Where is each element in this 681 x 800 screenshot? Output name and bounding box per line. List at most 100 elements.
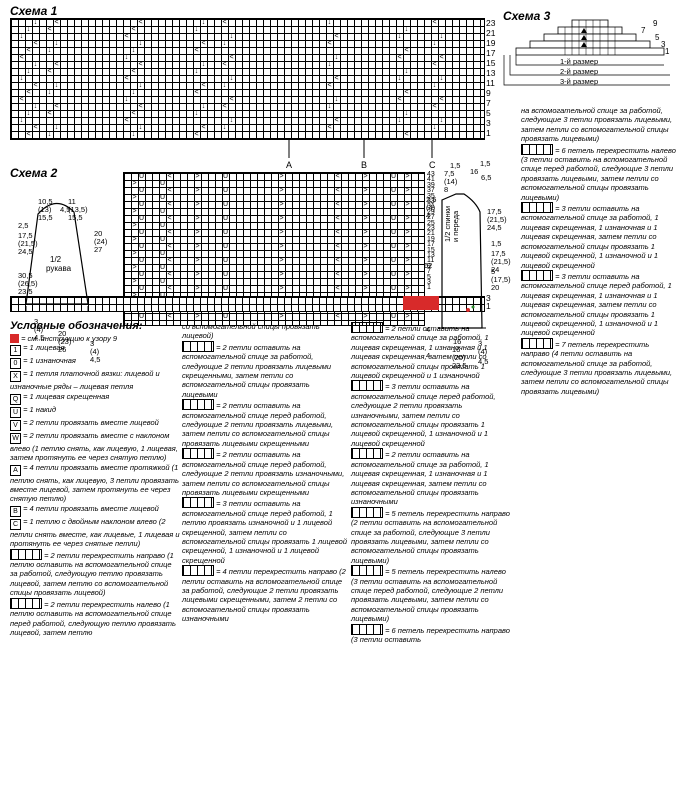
- stitch-symbol: ↓: [131, 131, 136, 138]
- sleeve-bottom-left: 3 (4) 4,5: [34, 317, 45, 342]
- stitch-symbol: <: [167, 187, 172, 194]
- body-top-c: 16: [470, 167, 479, 176]
- stitch-symbol: <: [26, 47, 31, 54]
- schema2-row-number: 3: [427, 279, 431, 286]
- stitch-symbol: <: [138, 61, 143, 68]
- stitch-symbol: ↓: [404, 26, 409, 33]
- stitch-symbol: <: [404, 47, 409, 54]
- stitch-symbol: ↓: [131, 47, 136, 54]
- stitch-symbol: U: [390, 201, 397, 208]
- sleeve-shoulder: 11 (13,5) 15,5: [68, 197, 88, 222]
- stitch-symbol: >: [132, 236, 137, 243]
- legend-item-text: = 6 петель перекрестить налево (3 петли …: [521, 145, 676, 202]
- stitch-symbol: >: [195, 187, 200, 194]
- legend-item-text: = 2 петли оставить на вспомогательной сп…: [182, 401, 334, 448]
- stitch-symbol: >: [279, 257, 284, 264]
- legend-item: Q = 1 лицевая скрещенная: [10, 392, 180, 405]
- marker-a: A: [286, 160, 292, 170]
- stitch-symbol: <: [194, 47, 199, 54]
- schema2-row-number: 31: [427, 203, 435, 211]
- stitch-symbol: ↓: [19, 75, 24, 82]
- stitch-symbol: >: [405, 257, 410, 264]
- legend-item-text: = 3 петли оставить на вспомогательной сп…: [521, 204, 659, 270]
- body-height: 62: [424, 261, 433, 270]
- schema1-row-number: 7: [486, 98, 491, 108]
- cable-symbol-icon: [351, 506, 383, 518]
- stitch-symbol: ↓: [131, 89, 136, 96]
- red-square-icon: [10, 334, 19, 343]
- legend-item: X = 1 петля платочной вязки: лицевой и и…: [10, 369, 180, 391]
- stitch-symbol: >: [405, 243, 410, 250]
- stitch-symbol: <: [167, 257, 172, 264]
- legend-item-text: = см. инструкцию к узору 9: [21, 334, 118, 343]
- stitch-symbol-icon: B: [10, 505, 21, 517]
- stitch-symbol: <: [335, 271, 340, 278]
- legend-item-text: = 2 петли перекрестить налево (1 петлю о…: [10, 599, 176, 637]
- legend-item: = 2 петли перекрестить направо (1 петлю …: [10, 548, 180, 598]
- legend-item: 1 = 1 лицевая: [10, 343, 180, 357]
- stitch-symbol: <: [335, 285, 340, 292]
- stitch-symbol: ↓: [26, 110, 31, 117]
- stitch-symbol: >: [195, 229, 200, 236]
- cable-symbol-icon: [182, 448, 214, 460]
- schema3-size-3: 3-й размер: [560, 77, 598, 86]
- stitch-symbol: >: [405, 201, 410, 208]
- svg-text:1: 1: [665, 47, 670, 56]
- svg-text:5: 5: [655, 33, 660, 42]
- legend-item: 0 = 1 изнаночная: [10, 356, 180, 370]
- stitch-symbol: <: [334, 75, 339, 82]
- stitch-symbol-icon: 0: [10, 358, 21, 370]
- stitch-symbol: U: [159, 278, 166, 285]
- stitch-symbol: <: [222, 19, 227, 26]
- stitch-symbol: U: [222, 215, 229, 222]
- stitch-symbol: ↓: [439, 75, 444, 82]
- legend-item: = 4 петли перекрестить направо (2 петли …: [182, 565, 347, 623]
- body-bottom-d: 4,5: [478, 357, 489, 366]
- schema2-row-number: 17: [427, 241, 435, 249]
- stitch-symbol: U: [138, 215, 145, 222]
- stitch-symbol: >: [195, 201, 200, 208]
- stitch-symbol: >: [279, 271, 284, 278]
- stitch-symbol: <: [404, 131, 409, 138]
- stitch-symbol: ↓: [54, 124, 59, 131]
- legend-item: = 2 петли оставить на вспомогательной сп…: [351, 322, 511, 380]
- schema1-row-number: 9: [486, 88, 491, 98]
- stitch-symbol: U: [390, 173, 397, 180]
- schema2-row-number: 1: [427, 284, 431, 292]
- stitch-symbol: >: [405, 187, 410, 194]
- stitch-symbol: ↓: [54, 40, 59, 47]
- legend-item-text: = 4 петли провязать вместе протяжкой (1 …: [10, 462, 179, 504]
- stitch-symbol: <: [167, 285, 172, 292]
- schema1-grid: ↓<<↓<↓<↓<<↓↓↓<↓<↓↓<↓↓<↓<↓<↓↓<<<↓<↓<<↓<<↓…: [10, 18, 485, 140]
- schema2-row-number: 19: [427, 235, 435, 243]
- stitch-symbol: ↓: [432, 124, 437, 131]
- schema2-row-number: 39: [427, 181, 435, 189]
- cable-symbol-icon: [521, 337, 553, 349]
- marker-c: C: [429, 160, 436, 170]
- stitch-symbol: <: [47, 68, 52, 75]
- stitch-symbol: ↓: [26, 68, 31, 75]
- legend-item: A = 4 петли провязать вместе протяжкой (…: [10, 463, 180, 504]
- stitch-symbol: <: [229, 54, 234, 61]
- legend-item-text: = 1 петля платочной вязки: лицевой и изн…: [10, 369, 160, 392]
- stitch-symbol-icon: W: [10, 432, 21, 444]
- stitch-symbol: U: [159, 208, 166, 215]
- stitch-symbol: <: [47, 26, 52, 33]
- stitch-symbol: U: [222, 313, 229, 320]
- legend-item-text: = 5 петель перекрестить направо (2 петли…: [351, 508, 510, 565]
- legend-item: со вспомогательной спицы провязать лицев…: [182, 322, 347, 341]
- stitch-symbol: <: [167, 215, 172, 222]
- stitch-symbol-icon: U: [10, 406, 21, 418]
- stitch-symbol: ↓: [327, 19, 332, 26]
- legend-item-text: = 2 петли провязать вместе лицевой: [23, 417, 159, 427]
- stitch-symbol: U: [138, 243, 145, 250]
- stitch-symbol: <: [335, 173, 340, 180]
- body-top-e: 1,5: [480, 159, 491, 168]
- stitch-symbol: U: [159, 292, 166, 299]
- stitch-symbol: ↓: [222, 40, 227, 47]
- stitch-symbol: ↓: [47, 47, 52, 54]
- stitch-symbol: >: [131, 292, 138, 299]
- schema2-row-number: 5: [427, 273, 431, 281]
- schema1-title: Схема 1: [10, 4, 58, 18]
- stitch-symbol: U: [138, 271, 145, 278]
